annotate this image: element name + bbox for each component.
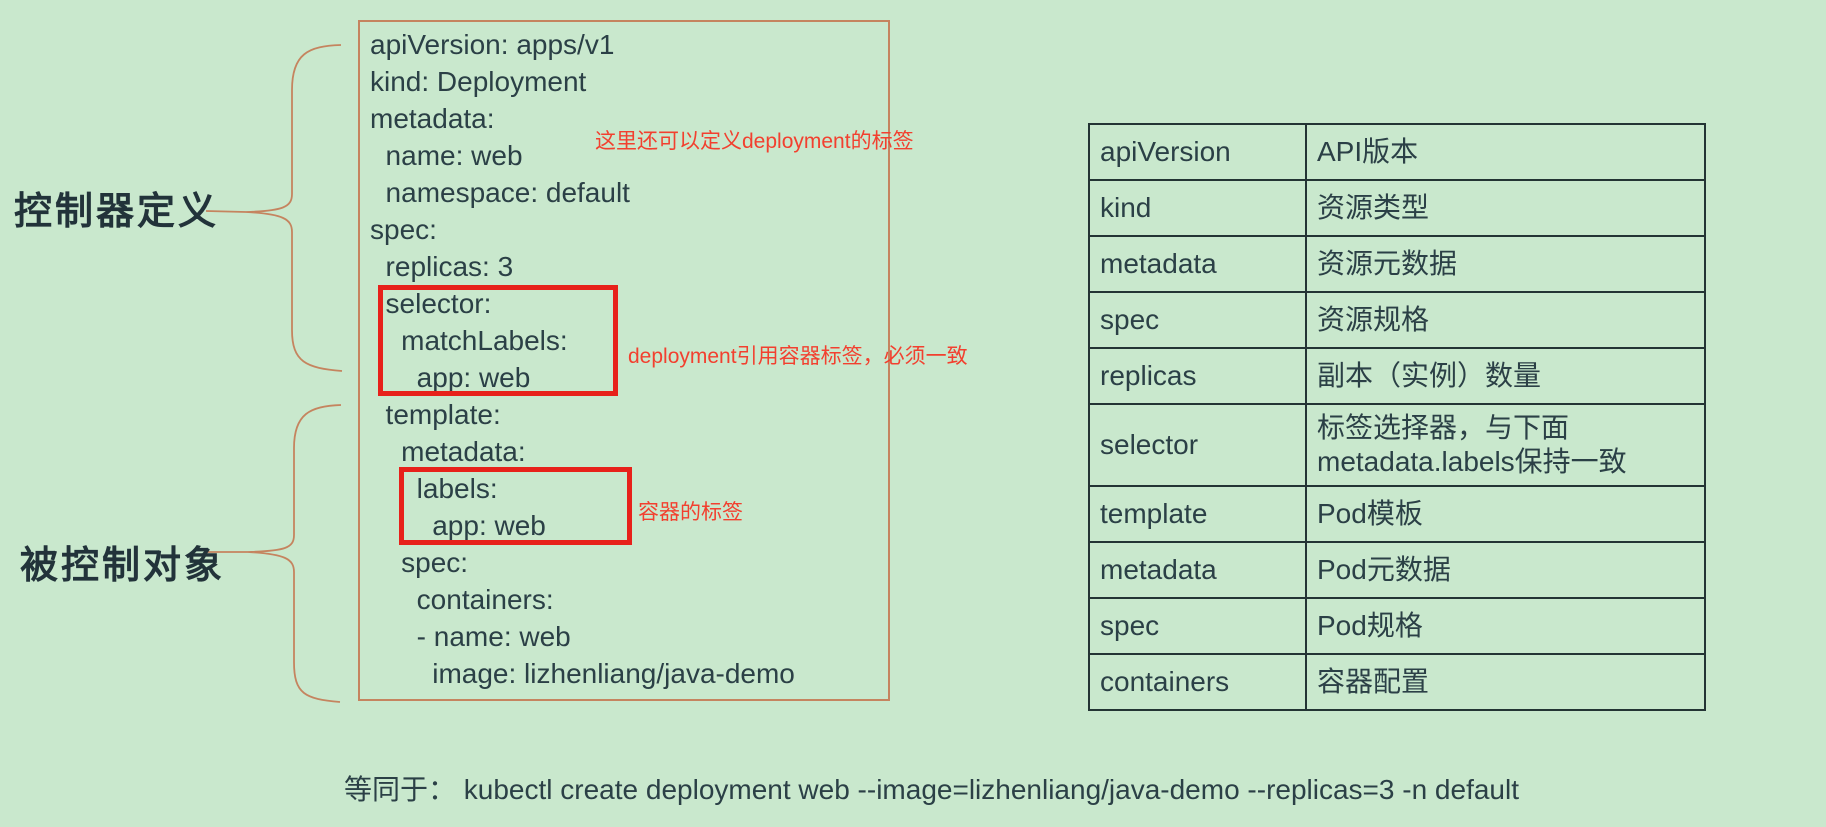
yaml-line: replicas: 3 (370, 251, 514, 282)
table-row: apiVersion API版本 (1088, 123, 1706, 181)
deployment-labels-note: 这里还可以定义deployment的标签 (595, 130, 914, 153)
yaml-line: labels: (370, 473, 498, 504)
field-name-cell: selector (1088, 403, 1307, 487)
yaml-line: matchLabels: (370, 325, 568, 356)
yaml-line: - name: web (370, 621, 571, 652)
yaml-line: template: (370, 399, 501, 430)
field-desc-cell: Pod元数据 (1305, 541, 1706, 599)
table-row: selector 标签选择器，与下面metadata.labels保持一致 (1088, 403, 1706, 487)
field-desc-cell: 资源元数据 (1305, 235, 1706, 293)
field-desc-cell: 容器配置 (1305, 653, 1706, 711)
field-name-cell: spec (1088, 597, 1307, 655)
yaml-line: selector: (370, 288, 492, 319)
yaml-code: apiVersion: apps/v1 kind: Deployment met… (370, 26, 795, 692)
table-row: containers 容器配置 (1088, 653, 1706, 711)
table-row: spec Pod规格 (1088, 597, 1706, 655)
yaml-line: app: web (370, 362, 531, 393)
field-desc-cell: API版本 (1305, 123, 1706, 181)
field-name-cell: kind (1088, 179, 1307, 237)
yaml-line: spec: (370, 547, 469, 578)
yaml-line: image: lizhenliang/java-demo (370, 658, 795, 689)
field-desc-cell: 资源规格 (1305, 291, 1706, 349)
table-row: kind 资源类型 (1088, 179, 1706, 237)
yaml-line: containers: (370, 584, 554, 615)
controller-definition-label: 控制器定义 (14, 191, 220, 233)
yaml-line: kind: Deployment (370, 66, 587, 97)
field-name-cell: metadata (1088, 541, 1307, 599)
controlled-object-brace (206, 404, 342, 703)
equivalent-command: 等同于： kubectl create deployment web --ima… (344, 774, 1520, 805)
yaml-line: app: web (370, 510, 546, 541)
yaml-line: spec: (370, 214, 437, 245)
table-row: metadata 资源元数据 (1088, 235, 1706, 293)
field-desc-cell: 标签选择器，与下面metadata.labels保持一致 (1305, 403, 1706, 487)
yaml-code-box (358, 20, 890, 701)
field-name-cell: replicas (1088, 347, 1307, 405)
field-desc-cell: 副本（实例）数量 (1305, 347, 1706, 405)
field-name-cell: containers (1088, 653, 1307, 711)
container-labels-note: 容器的标签 (638, 501, 743, 524)
field-desc-cell: 资源类型 (1305, 179, 1706, 237)
field-desc-cell: Pod规格 (1305, 597, 1706, 655)
field-desc-cell: Pod模板 (1305, 485, 1706, 543)
yaml-fields-table: apiVersion API版本 kind 资源类型 metadata 资源元数… (1088, 123, 1706, 711)
controlled-object-label: 被控制对象 (20, 545, 226, 587)
yaml-line: metadata: (370, 436, 526, 467)
table-row: metadata Pod元数据 (1088, 541, 1706, 599)
field-name-cell: spec (1088, 291, 1307, 349)
yaml-line: metadata: (370, 103, 495, 134)
labels-highlight-box (399, 467, 632, 545)
yaml-line: name: web (370, 140, 523, 171)
yaml-line: apiVersion: apps/v1 (370, 29, 615, 60)
field-name-cell: metadata (1088, 235, 1307, 293)
selector-match-note: deployment引用容器标签，必须一致 (628, 345, 968, 368)
controller-brace (205, 44, 343, 372)
yaml-line: namespace: default (370, 177, 630, 208)
table-row: template Pod模板 (1088, 485, 1706, 543)
selector-highlight-box (378, 285, 618, 396)
field-name-cell: apiVersion (1088, 123, 1307, 181)
field-name-cell: template (1088, 485, 1307, 543)
table-row: replicas 副本（实例）数量 (1088, 347, 1706, 405)
table-row: spec 资源规格 (1088, 291, 1706, 349)
